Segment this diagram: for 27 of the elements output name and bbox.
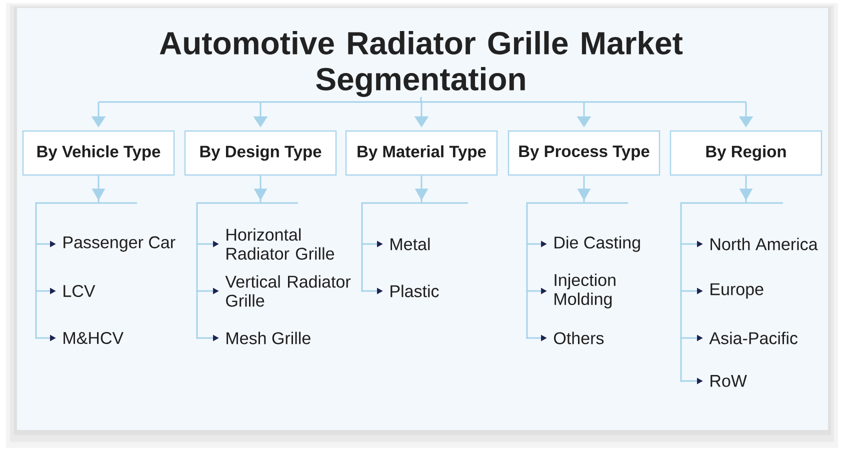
category-box: By Material Type bbox=[345, 130, 498, 176]
arrow bbox=[526, 176, 629, 339]
connector-line bbox=[98, 96, 747, 103]
item-label: LCV bbox=[64, 284, 96, 298]
item-label: Injection Molding bbox=[554, 274, 616, 308]
arrow bbox=[680, 176, 784, 382]
item-label: Horizontal Radiator Grille bbox=[226, 228, 334, 260]
category-box: By Process Type bbox=[508, 130, 660, 176]
arrow bbox=[196, 176, 299, 339]
item-label: M&HCV bbox=[64, 332, 124, 344]
item-label: Asia-Pacific bbox=[709, 332, 798, 344]
category-box: By Vehicle Type bbox=[22, 130, 175, 176]
item-label: Europe bbox=[710, 283, 764, 299]
item-label: Vertical Radiator Grille bbox=[225, 275, 351, 307]
category-box: By Region bbox=[670, 130, 822, 176]
title: Automotive Radiator Grille Market Segmentation bbox=[160, 31, 683, 97]
item-label: North America bbox=[710, 238, 818, 250]
item-label: Metal bbox=[390, 238, 430, 250]
arrow bbox=[361, 176, 469, 292]
item-label: RoW bbox=[710, 375, 747, 387]
item-label: Passenger Car bbox=[64, 236, 176, 252]
item-label: Mesh Grille bbox=[226, 332, 310, 344]
category-box: By Design Type bbox=[184, 130, 337, 176]
item-label: Others bbox=[554, 332, 604, 344]
arrow bbox=[35, 176, 138, 339]
item-label: Die Casting bbox=[554, 236, 640, 252]
item-label: Plastic bbox=[390, 284, 439, 298]
